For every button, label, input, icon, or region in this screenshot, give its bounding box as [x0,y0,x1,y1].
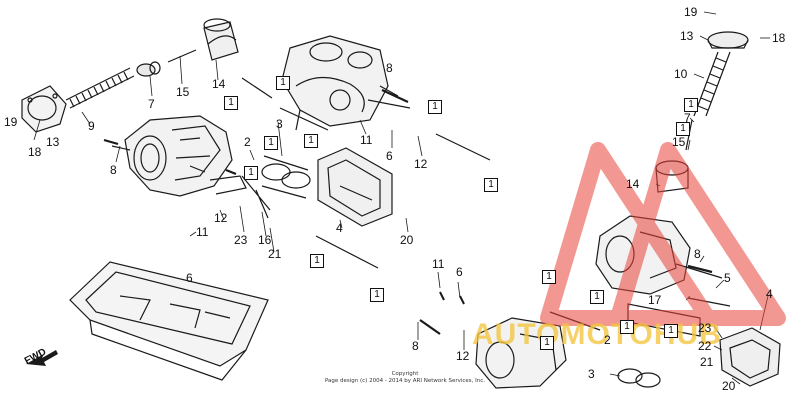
carburetor-top-center [281,35,399,131]
callout-15-right: 15 [672,135,686,149]
callout-5: 5 [724,271,731,285]
callout-2: 2 [244,135,251,149]
spring-left [65,67,135,109]
callout-8-right: 8 [694,247,701,261]
callout-8-mid: 8 [412,339,419,353]
callout-11: 11 [196,225,209,239]
callout-6: 6 [186,271,193,285]
callout-18: 18 [28,145,42,159]
box-label-1: 1 [484,178,498,192]
callout-4: 4 [336,221,343,235]
box-label-1: 1 [244,166,258,180]
box-label-1: 1 [542,270,556,284]
float-bowl-tray [69,261,269,381]
callout-17: 17 [648,293,662,307]
spring-right [693,51,731,117]
box-label-1: 1 [540,336,554,350]
callout-12-mid: 12 [456,349,470,363]
callout-10: 10 [674,67,688,81]
callout-21-right: 21 [700,355,714,369]
diaphragm-cover-right [707,31,749,49]
callout-12: 12 [214,211,228,225]
box-label-1: 1 [676,122,690,136]
callout-9: 9 [88,119,95,133]
collar-left [136,61,161,77]
copyright-line-1: Copyright [391,371,419,377]
callout-13: 13 [46,135,60,149]
box-label-1: 1 [264,136,278,150]
callout-19: 19 [4,115,18,129]
callout-18-right: 18 [772,31,786,45]
float-chamber-center [317,147,393,227]
callout-20-right: 20 [722,379,736,393]
box-label-1: 1 [304,134,318,148]
box-label-1: 1 [370,288,384,302]
diaphragm-cover-left [21,85,67,133]
box-label-1: 1 [620,320,634,334]
callout-11-mid: 11 [432,257,445,271]
callout-23: 23 [234,233,248,247]
needle-left [167,49,197,63]
callout-12-top: 12 [414,157,428,171]
callout-3: 3 [276,117,283,131]
callout-14-right: 14 [626,177,640,191]
callout-13-right: 13 [680,29,694,43]
fwd-arrow-icon [26,350,58,366]
carburetor-body-left [111,115,247,197]
callout-19-right: 19 [684,5,698,19]
callout-2-right: 2 [604,333,611,347]
callout-8-top: 8 [386,61,393,75]
box-label-1: 1 [224,96,238,110]
callout-8: 8 [110,163,117,177]
diaphragm-pair [261,155,311,199]
callout-4-right: 4 [766,287,773,301]
watermark-logo [540,142,786,326]
box-label-1: 1 [276,76,290,90]
watermark-brand-text: AUTOMOTOHUB [472,318,722,351]
piston-left [203,18,239,61]
callout-7-right: 7 [684,111,691,125]
box-label-1: 1 [590,290,604,304]
copyright-line-2: Page design (c) 2004 - 2014 by ARI Netwo… [324,378,486,384]
callout-20: 20 [400,233,414,247]
float-bowl-right [719,327,781,387]
callout-21: 21 [268,247,282,261]
callout-11-top: 11 [360,133,373,147]
callout-6-top: 6 [386,149,393,163]
callout-23-right: 23 [698,321,712,335]
copyright-notice: Copyright Page design (c) 2004 - 2014 by… [290,371,520,385]
callout-14: 14 [212,77,226,91]
box-label-1: 1 [428,100,442,114]
carburetor-body-bottom [475,317,567,389]
box-label-1: 1 [664,324,678,338]
callout-15: 15 [176,85,190,99]
box-label-1: 1 [310,254,324,268]
callout-16: 16 [258,233,272,247]
callout-7: 7 [148,97,155,111]
callout-22: 22 [698,339,712,353]
callout-3-bottom: 3 [588,367,595,381]
box-label-1: 1 [684,98,698,112]
callout-6-mid: 6 [456,265,463,279]
